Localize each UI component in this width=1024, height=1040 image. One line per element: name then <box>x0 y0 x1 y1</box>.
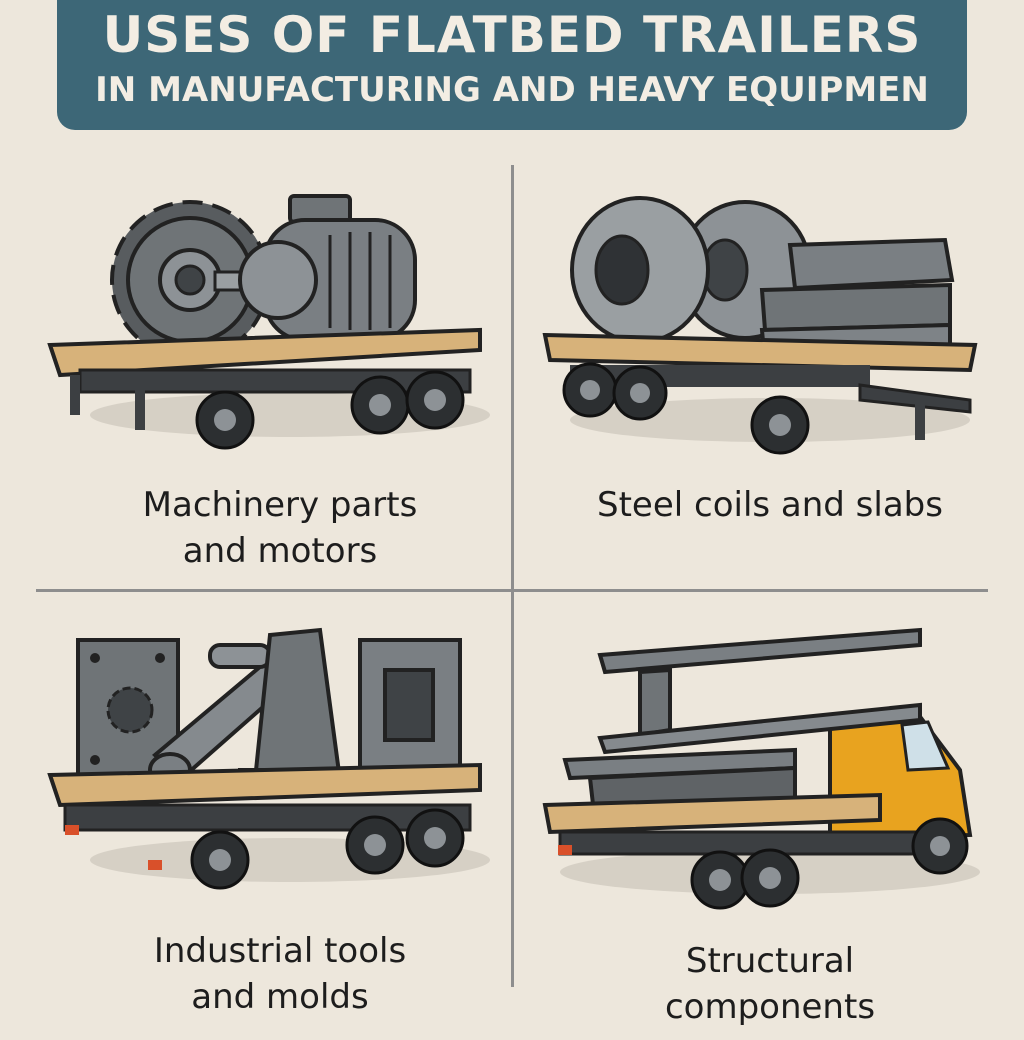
caption-machinery: Machinery parts and motors <box>40 482 520 574</box>
caption-line: and motors <box>182 531 378 571</box>
caption-line: and molds <box>191 977 369 1017</box>
horizontal-divider <box>36 589 988 592</box>
panel-structural: Structural components <box>530 610 1010 1040</box>
steel-trailer-illustration <box>542 196 978 455</box>
machinery-trailer-illustration <box>47 194 490 450</box>
panel-tools: Industrial tools and molds <box>40 610 520 1040</box>
structural-truck-illustration <box>542 627 980 910</box>
page-subtitle: IN MANUFACTURING AND HEAVY EQUIPMEN <box>95 70 929 110</box>
caption-line: Steel coils and slabs <box>597 485 943 525</box>
caption-tools: Industrial tools and molds <box>40 928 520 1020</box>
caption-line: components <box>664 987 876 1027</box>
caption-steel: Steel coils and slabs <box>530 482 1010 528</box>
panel-steel: Steel coils and slabs <box>530 180 1010 610</box>
title-banner: USES OF FLATBED TRAILERS IN MANUFACTURIN… <box>57 0 967 130</box>
caption-line: Machinery parts <box>142 485 418 525</box>
caption-line: Structural <box>685 941 855 981</box>
panel-machinery: Machinery parts and motors <box>40 180 520 610</box>
vertical-divider <box>511 165 514 987</box>
page-title: USES OF FLATBED TRAILERS <box>102 6 922 64</box>
caption-structural: Structural components <box>530 938 1010 1030</box>
caption-line: Industrial tools <box>153 931 407 971</box>
tools-trailer-illustration <box>47 627 490 890</box>
